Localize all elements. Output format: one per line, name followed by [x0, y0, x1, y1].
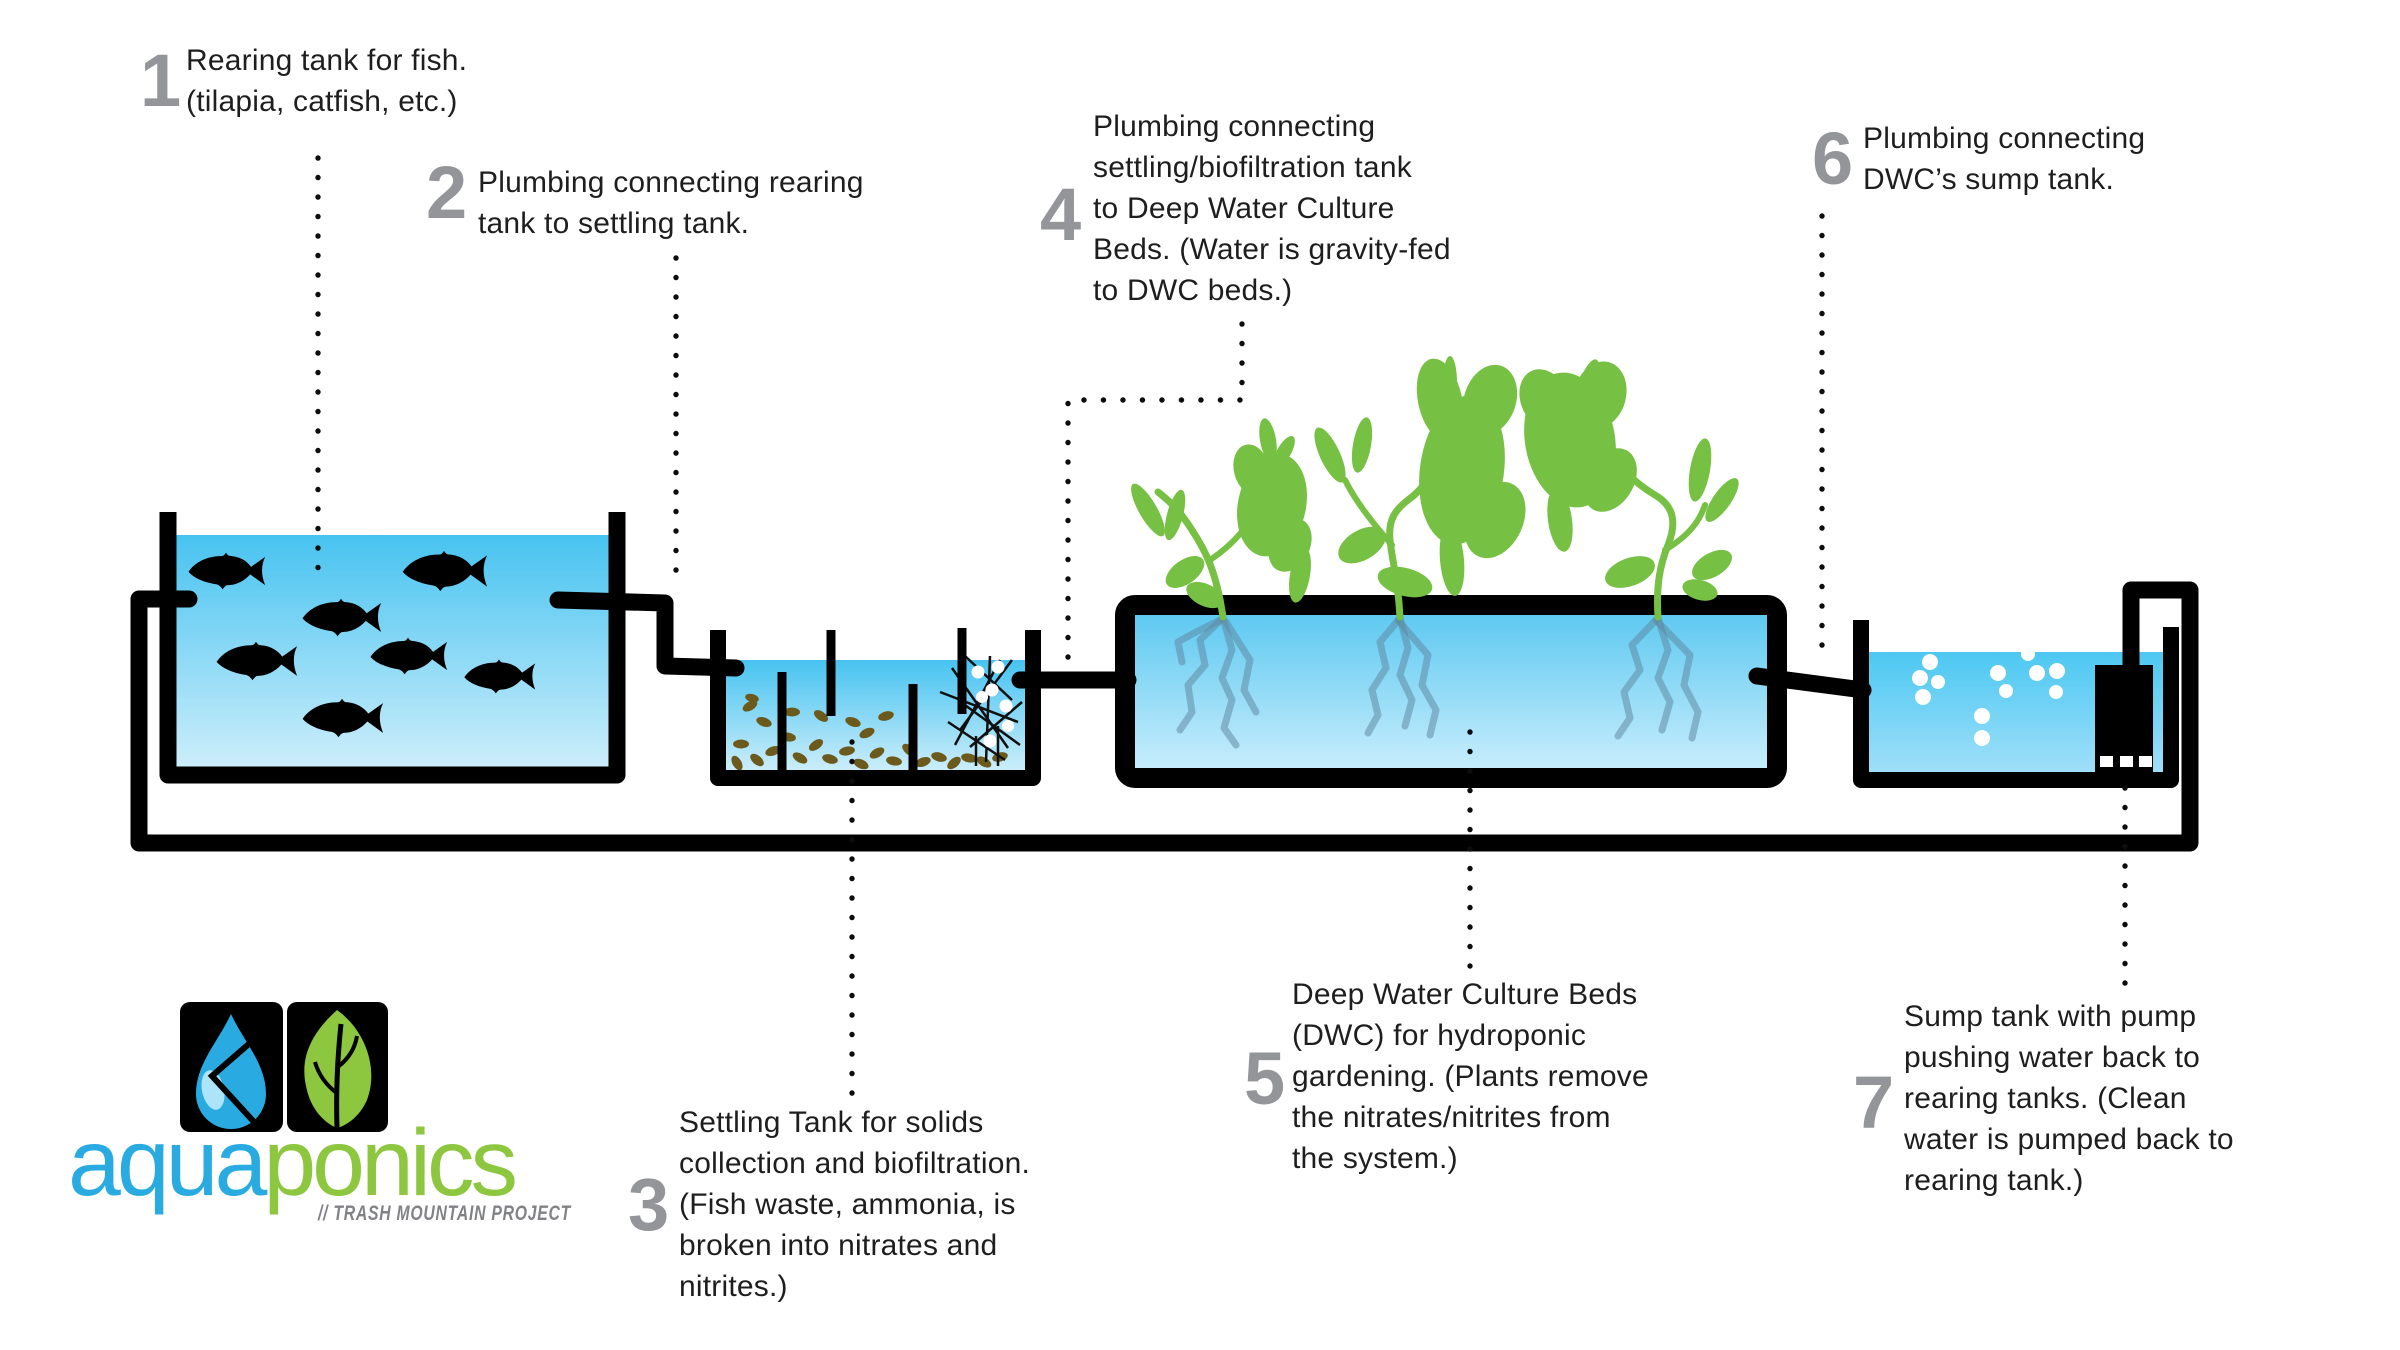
annotation-line: the nitrates/nitrites from [1292, 1101, 1611, 1134]
annotation-line: gardening. (Plants remove [1292, 1060, 1649, 1093]
annotation-line: Sump tank with pump [1904, 1000, 2197, 1033]
annotation-line: pushing water back to [1904, 1041, 2201, 1074]
settling-baffles [777, 628, 967, 770]
annotation-text-5: Deep Water Culture Beds (DWC) for hydropo… [1292, 974, 1649, 1179]
annotation-line: broken into nitrates and [679, 1229, 998, 1262]
annotation-line: rearing tank.) [1904, 1164, 2084, 1197]
pipe-rearing-to-settling [549, 591, 745, 677]
rearing-tank [159, 512, 626, 784]
annotation-text-7: Sump tank with pump pushing water back to… [1904, 996, 2234, 1201]
annotation-line: Settling Tank for solids [679, 1106, 984, 1139]
logo-tagline: // TRASH MOUNTAIN PROJECT [318, 1202, 571, 1225]
annotation-number-4: 4 [1040, 173, 1082, 256]
plant-icon [1519, 359, 1739, 621]
plant-icon [1131, 418, 1312, 621]
dwc-plants [1131, 356, 1739, 621]
annotation-number-1: 1 [140, 39, 182, 122]
annotation-line: collection and biofiltration. [679, 1147, 1031, 1180]
annotation-line: (tilapia, catfish, etc.) [186, 85, 458, 118]
annotation-line: Deep Water Culture Beds [1292, 978, 1638, 1011]
annotation-line: water is pumped back to [1904, 1123, 2234, 1156]
sump-bubbles [1912, 647, 2065, 746]
logo-wordmark-aqua: aqua [68, 1110, 267, 1216]
annotation-line: Plumbing connecting [1863, 122, 2146, 155]
annotation-line: Beds. (Water is gravity-fed [1093, 233, 1451, 266]
annotation-text-1: Rearing tank for fish. (tilapia, catfish,… [186, 40, 467, 122]
plant-icon [1314, 356, 1526, 621]
settling-tank [710, 630, 1041, 786]
logo-wordmark: aquaponics [68, 1116, 518, 1211]
annotation-line: Plumbing connecting rearing [478, 166, 864, 199]
dwc-bed [1115, 595, 1787, 788]
logo-wordmark-ponics: ponics [263, 1110, 518, 1216]
pipe-dwc-to-sump [1748, 667, 1872, 699]
logo-drop-tile [180, 1002, 283, 1132]
plant-roots [1174, 614, 1702, 749]
annotation-line: to Deep Water Culture [1093, 192, 1395, 225]
annotation-line: Rearing tank for fish. [186, 44, 468, 77]
tank-walls [159, 512, 2179, 788]
sump-pump [2095, 665, 2153, 772]
biofilter-net [939, 655, 1023, 766]
annotation-line: rearing tanks. (Clean [1904, 1082, 2187, 1115]
plumbing [130, 581, 2199, 852]
annotation-text-4: Plumbing connecting settling/biofiltratio… [1093, 106, 1451, 311]
water-drop-icon [196, 1014, 266, 1129]
annotation-number-5: 5 [1244, 1037, 1286, 1120]
annotation-line: DWC’s sump tank. [1863, 163, 2115, 196]
annotation-line: the system.) [1292, 1142, 1458, 1175]
return-loop-pipe [130, 581, 2199, 852]
annotation-line: (DWC) for hydroponic [1292, 1019, 1587, 1052]
connector-4 [1065, 321, 1245, 665]
annotation-text-3: Settling Tank for solids collection and b… [679, 1102, 1030, 1307]
annotation-line: to DWC beds.) [1093, 274, 1293, 307]
annotation-line: Plumbing connecting [1093, 110, 1376, 143]
annotation-text-2: Plumbing connecting rearing tank to settl… [478, 162, 864, 244]
annotation-line: nitrites.) [679, 1270, 788, 1303]
annotation-line: (Fish waste, ammonia, is [679, 1188, 1016, 1221]
logo-leaf-tile [287, 1002, 388, 1132]
annotation-number-3: 3 [628, 1163, 670, 1246]
annotation-connectors [315, 155, 2128, 1097]
sump-tank [1853, 620, 2179, 788]
annotation-number-6: 6 [1812, 117, 1854, 200]
annotation-number-2: 2 [426, 151, 468, 234]
annotation-line: settling/biofiltration tank [1093, 151, 1412, 184]
leaf-icon [304, 1010, 372, 1129]
annotation-line: tank to settling tank. [478, 207, 750, 240]
annotation-number-7: 7 [1853, 1061, 1895, 1144]
